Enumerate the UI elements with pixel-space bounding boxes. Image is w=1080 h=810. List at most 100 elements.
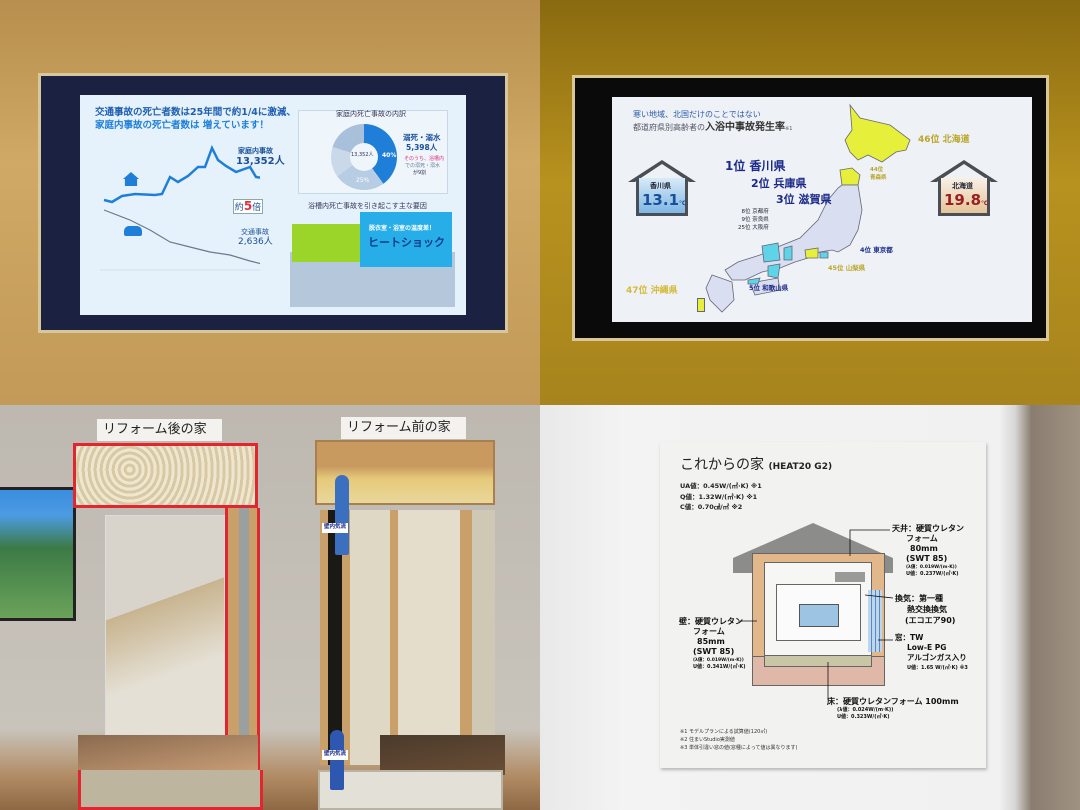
pie-pct-other: 25% — [356, 177, 370, 184]
after-model-base — [78, 770, 263, 810]
panel-notes: ※1 モデルプランによる試算値(120㎡) ※2 住まいStudio実測値 ※3… — [680, 728, 797, 752]
airflow-label-2: 壁内気流 — [322, 750, 349, 760]
after-model-wall — [105, 515, 225, 735]
hyogo — [761, 242, 781, 263]
house-icon — [123, 172, 139, 186]
rank-4: 4位 東京都 — [860, 246, 893, 254]
tv-screen — [0, 487, 76, 621]
traffic-label: 交通事故 — [241, 228, 269, 236]
traffic-accident-line — [103, 209, 260, 265]
wakayama — [767, 263, 781, 279]
side-window — [868, 590, 882, 652]
yamanashi — [804, 247, 819, 259]
rank-46: 46位 北海道 — [918, 135, 970, 145]
kagawa — [747, 277, 761, 285]
before-model-floor — [380, 735, 505, 775]
house-hokkaido-name: 北海道 — [952, 182, 973, 190]
rank-1: 1位 香川県 — [725, 159, 786, 173]
callout-ceiling: 天井：硬質ウレタン フォーム 80mm (SWT 85) (λ値：0.019W/… — [892, 524, 964, 578]
before-model-wall — [320, 510, 495, 765]
airflow-arrow-bottom — [330, 730, 344, 790]
house-inner-room — [776, 584, 861, 641]
rank-3: 3位 滋賀県 — [776, 193, 832, 206]
wall-line-6: U値：0.341W/(㎡·K) — [693, 664, 746, 670]
photo-bath-accident-map — [540, 0, 1080, 405]
note-3: ※3 単体引違い窓の値(窓種によって値は異なります) — [680, 745, 798, 751]
ratio-suffix: 倍 — [252, 203, 262, 213]
kyushu — [705, 274, 735, 313]
label-before-box — [341, 417, 466, 439]
rank-5: 5位 和歌山県 — [749, 284, 789, 292]
house-hokkaido-temp: 19.8℃ — [944, 193, 988, 208]
photo-accident-slide: 交通事故の死亡者数は25年間で約1/4に激減、 家庭内事故の死亡者数は 増えてい… — [0, 0, 540, 405]
spec-list: UA値：0.45W/(㎡·K) ※1 Q値：1.32W/(㎡·K) ※1 C値：… — [680, 481, 762, 513]
callout-vent: 換気：第一種 熱交換換気 (エコエア90) — [895, 593, 955, 626]
photo-wall-models: リフォーム後の家 壁内気流 壁内気流 リフォーム前の家 — [0, 405, 540, 810]
rank-mid-list: 8位 京都府 9位 奈良県 25位 大阪府 — [738, 208, 769, 232]
map-title-2: 都道府県別高齢者の入浴中事故発生率※1 — [633, 123, 792, 133]
drown-note-1: そのうち、浴槽内 — [404, 156, 445, 162]
ceiling-line-1: 天井：硬質ウレタン — [892, 524, 964, 533]
aomori — [839, 167, 861, 186]
house-window — [799, 604, 839, 627]
rank-25: 25位 大阪府 — [738, 225, 769, 231]
ceiling-line-6: U値：0.237W/(㎡·K) — [906, 571, 959, 577]
home-accident-value: 13,352人 — [236, 156, 285, 167]
panel-title: これからの家 (HEAT20 G2) — [680, 458, 832, 472]
before-model-base — [318, 770, 503, 810]
okinawa-shape — [697, 298, 705, 312]
ceiling-line-5: (λ値：0.019W/(m·K)) — [906, 565, 957, 570]
house-kagawa-temp: 13.1℃ — [642, 193, 686, 208]
spec-ua: UA値：0.45W/(㎡·K) ※1 — [680, 482, 762, 490]
ratio-box: 約5倍 — [233, 199, 263, 214]
spec-c: C値：0.70㎠/㎡ ※2 — [680, 503, 743, 511]
map-title-2b: 入浴中事故発生率 — [705, 122, 785, 133]
cause-sub: 脱衣室・浴室の温度差！ — [369, 225, 436, 232]
tokyo — [819, 251, 829, 259]
shiga — [783, 245, 793, 261]
temp-unit: ℃ — [679, 200, 687, 207]
airflow-arrow-up — [335, 475, 349, 555]
window-line-2: Low-E PG — [907, 643, 947, 652]
label-after-box — [97, 419, 222, 441]
rank-8: 8位 京都府 — [741, 209, 769, 215]
drown-label: 溺死・溺水 — [403, 133, 441, 142]
after-model-ceiling — [73, 443, 258, 508]
cause-main: ヒートショック — [368, 236, 445, 249]
hokkaido — [844, 103, 911, 163]
house-hokkaido: 北海道 19.8℃ — [930, 160, 998, 218]
floor-line-2: (λ値：0.024W/(m·K)) — [837, 707, 894, 713]
callout-wall: 壁：硬質ウレタン フォーム 85mm (SWT 85) (λ値：0.019W/(… — [679, 617, 746, 671]
drown-note-2: での溺死・溺水 — [405, 163, 441, 169]
slide-title-1: 交通事故の死亡者数は25年間で約1/4に激減、 — [95, 107, 296, 118]
temp-value: 19.8 — [944, 191, 982, 209]
window-line-1: 窓：TW — [895, 633, 924, 642]
slide-title-2: 家庭内事故の死亡者数は 増えています！ — [95, 120, 269, 131]
rank-2: 2位 兵庫県 — [751, 177, 807, 190]
line-chart — [100, 144, 260, 271]
window-line-3: アルゴンガス入り — [907, 653, 967, 662]
house-kagawa-name: 香川県 — [650, 182, 671, 190]
map-title-2a: 都道府県別高齢者の — [633, 123, 705, 132]
vent-line-1: 換気：第一種 — [895, 594, 943, 603]
panel-title-sub: (HEAT20 G2) — [768, 462, 833, 472]
label-after: リフォーム後の家 — [103, 422, 207, 437]
cause-title: 浴槽内死亡事故を引き起こす主な要因 — [308, 202, 427, 210]
donut-hole — [350, 143, 378, 171]
honshu — [724, 184, 863, 281]
callout-window: 窓：TW Low-E PG アルゴンガス入り U値：1.65 W/(㎡·K) ※… — [895, 633, 968, 673]
panel-title-main: これからの家 — [680, 457, 764, 473]
japan-map — [705, 103, 911, 313]
home-accident-label: 家庭内事故 — [238, 147, 273, 155]
rank-45: 45位 山梨県 — [828, 264, 866, 272]
wall-line-3: 85mm — [697, 637, 725, 646]
traffic-value: 2,636人 — [238, 237, 273, 247]
car-icon — [124, 226, 142, 236]
wall-line-4: (SWT 85) — [693, 647, 735, 656]
temp-unit: ℃ — [981, 200, 989, 207]
vent-line-2: 熱交換換気 — [907, 605, 947, 614]
drown-note-3: が9割 — [413, 170, 427, 176]
pie-center-label: 13,352人 — [351, 152, 374, 158]
airflow-label-1: 壁内気流 — [322, 523, 349, 533]
ratio-prefix: 約 — [234, 203, 244, 213]
